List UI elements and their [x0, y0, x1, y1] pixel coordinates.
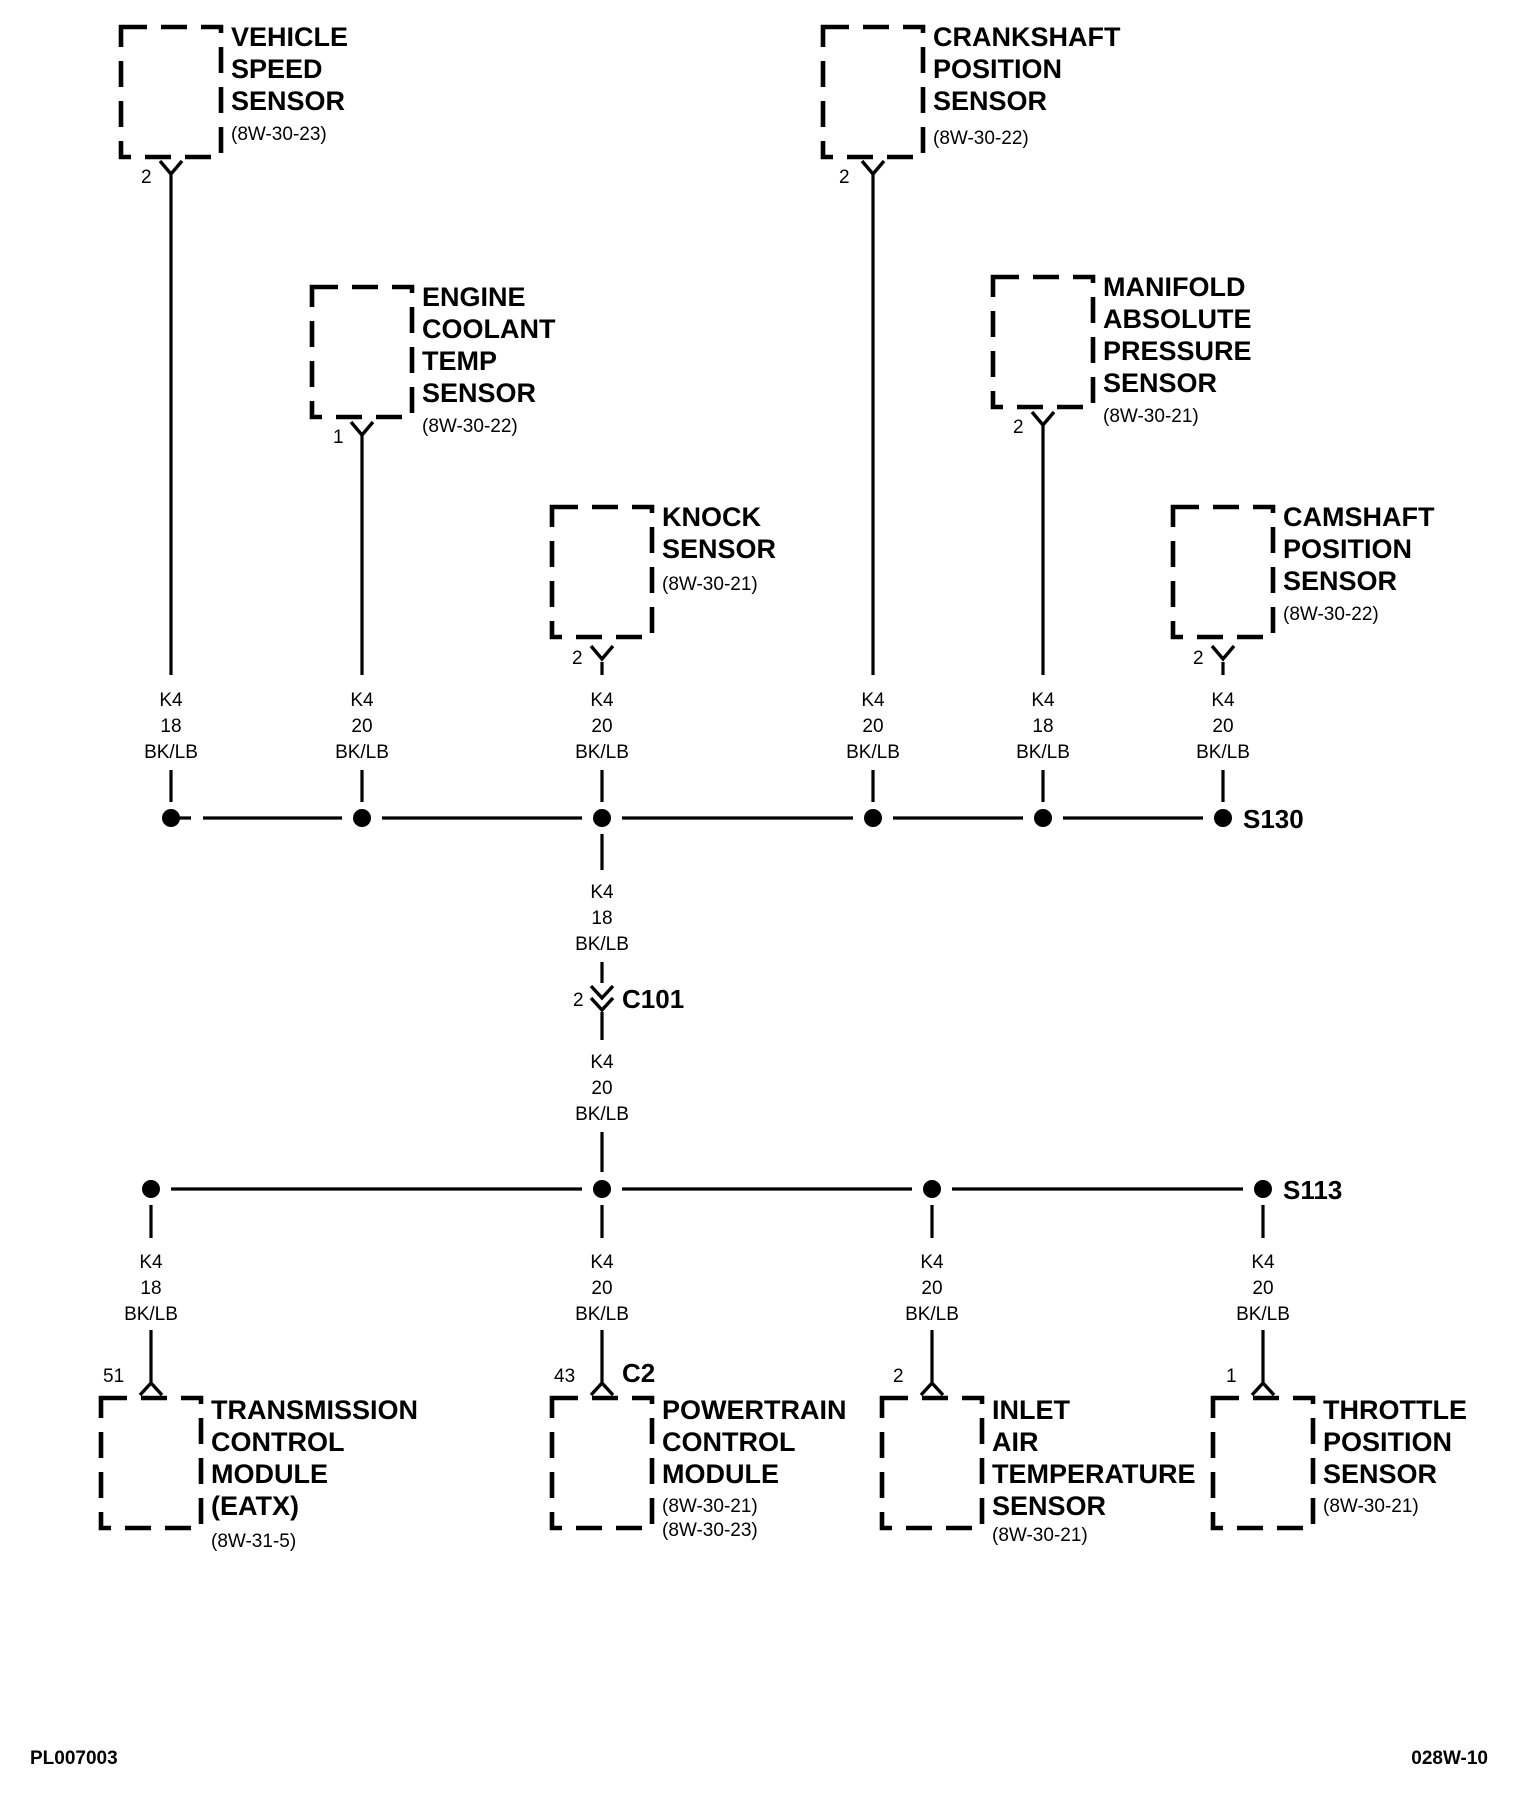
splice-dot — [353, 809, 371, 827]
cmp-ref: (8W-30-22) — [1283, 604, 1379, 625]
pcm-ref: (8W-30-21) — [662, 1496, 758, 1517]
wires — [149, 172, 1265, 1382]
tps-ref: (8W-30-21) — [1323, 1496, 1419, 1517]
pcm-pin: 43 — [554, 1366, 575, 1387]
splice-label-s130: S130 — [1243, 804, 1304, 834]
splice-dot — [1254, 1180, 1272, 1198]
bus-breaks — [159, 812, 1255, 1195]
footer-page-ref: 028W-10 — [1411, 1748, 1488, 1769]
splice-dots — [142, 809, 1272, 1198]
tcm-pin: 51 — [103, 1366, 124, 1387]
splice-dot — [162, 809, 180, 827]
ect-ref: (8W-30-22) — [422, 416, 518, 437]
connector-marks — [138, 159, 1276, 1397]
pin-mark-tps — [1250, 1380, 1276, 1397]
box-ckp — [820, 24, 926, 160]
box-ect — [309, 284, 415, 420]
box-cmp — [1170, 504, 1276, 640]
ect-pin: 1 — [333, 427, 344, 448]
pin-mark-ckp — [860, 159, 886, 177]
c101-pin: 2 — [573, 990, 584, 1011]
vss-pin: 2 — [141, 167, 152, 188]
pin-mark-cmp — [1210, 644, 1236, 662]
pin-mark-map — [1030, 410, 1056, 428]
iat-pin: 2 — [893, 1366, 904, 1387]
pin-mark-vss — [158, 159, 184, 177]
splice-dot — [593, 809, 611, 827]
ckp-pin: 2 — [839, 167, 850, 188]
ks-ref: (8W-30-21) — [662, 574, 758, 595]
box-vss — [118, 24, 224, 160]
footer-drawing-id: PL007003 — [30, 1748, 118, 1769]
tps-pin: 1 — [1226, 1366, 1237, 1387]
splice-dot — [1214, 809, 1232, 827]
component-boxes — [98, 24, 1316, 1531]
splice-dot — [142, 1180, 160, 1198]
box-map — [990, 274, 1096, 410]
iat-ref: (8W-30-21) — [992, 1525, 1088, 1546]
splice-label-s113: S113 — [1283, 1175, 1342, 1205]
box-tcm — [98, 1395, 204, 1531]
pin-mark-tcm — [138, 1380, 164, 1397]
box-pcm — [549, 1395, 655, 1531]
c101-chevron-icon — [589, 984, 615, 1013]
pin-mark-ks — [589, 644, 615, 662]
ks-pin: 2 — [572, 648, 583, 669]
map-pin: 2 — [1013, 417, 1024, 438]
pin-mark-ect — [349, 420, 375, 438]
splice-dot — [923, 1180, 941, 1198]
pin-mark-pcm — [589, 1380, 615, 1397]
ckp-ref: (8W-30-22) — [933, 128, 1029, 149]
splice-dot — [593, 1180, 611, 1198]
pcm-connector-label: C2 — [622, 1358, 655, 1388]
box-ks — [549, 504, 655, 640]
splice-dot — [1034, 809, 1052, 827]
c101-label: C101 — [622, 984, 684, 1014]
vss-ref: (8W-30-23) — [231, 124, 327, 145]
tcm-ref: (8W-31-5) — [211, 1531, 296, 1552]
pcm-ref: (8W-30-23) — [662, 1520, 758, 1541]
pin-mark-iat — [919, 1380, 945, 1397]
cmp-pin: 2 — [1193, 648, 1204, 669]
box-iat — [879, 1395, 985, 1531]
splice-dot — [864, 809, 882, 827]
map-ref: (8W-30-21) — [1103, 406, 1199, 427]
box-tps — [1210, 1395, 1316, 1531]
